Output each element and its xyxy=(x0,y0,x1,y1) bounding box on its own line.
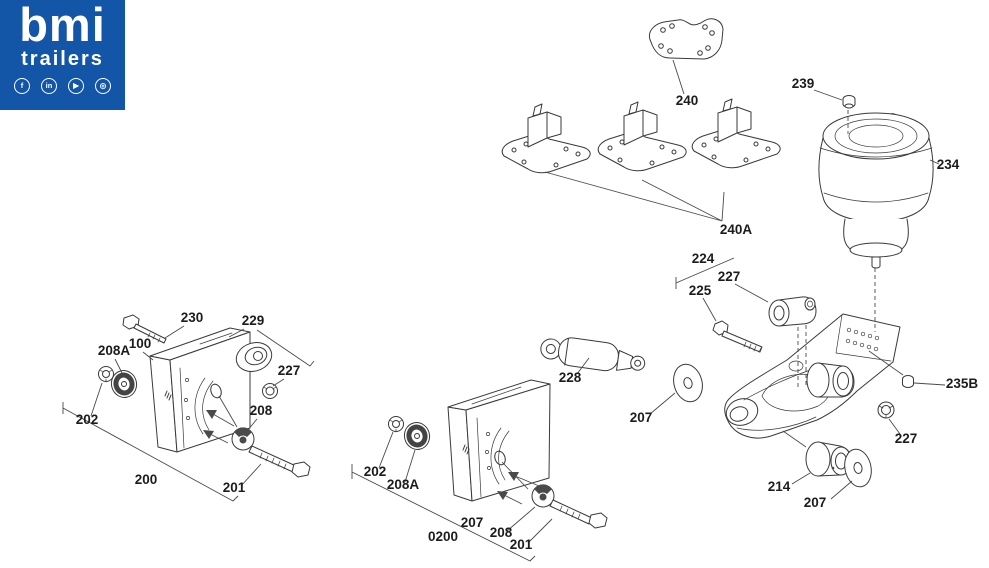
part-label-100: 100 xyxy=(129,336,152,351)
part-label-235b: 235B xyxy=(946,376,979,391)
part-label-207-front: 207 xyxy=(630,410,653,425)
instagram-icon: ◎ xyxy=(95,78,111,94)
part-label-224: 224 xyxy=(692,251,715,266)
part-label-227-right: 227 xyxy=(895,431,918,446)
part-label-207-rear: 207 xyxy=(804,495,827,510)
part-label-0200: 0200 xyxy=(428,529,458,544)
part-label-230: 230 xyxy=(181,310,204,325)
part-240a-frame-bracket-2 xyxy=(597,101,687,172)
part-227-pivot-bush xyxy=(768,296,817,327)
facebook-icon: f xyxy=(14,78,30,94)
part-label-202-middle: 202 xyxy=(364,464,387,479)
part-label-227-left: 227 xyxy=(278,363,301,378)
logo-brand-text: bmi xyxy=(19,0,106,51)
part-label-234: 234 xyxy=(937,157,960,172)
bmi-trailers-logo: bmi trailers f in ▶ ◎ xyxy=(0,0,125,110)
part-label-225: 225 xyxy=(689,283,712,298)
part-202-nut-middle xyxy=(388,416,404,433)
part-240-mounting-plate xyxy=(649,18,724,60)
youtube-icon: ▶ xyxy=(68,78,84,94)
part-label-208a-left: 208A xyxy=(98,343,131,358)
hanger-stamp-marking xyxy=(462,444,470,455)
part-label-228: 228 xyxy=(559,370,582,385)
part-label-207-middle: 207 xyxy=(461,515,484,530)
part-label-208a-middle: 208A xyxy=(387,477,420,492)
part-hanger-middle xyxy=(447,379,551,502)
alignment-dashed-lines xyxy=(797,110,876,390)
part-208a-washer-left xyxy=(110,370,138,398)
part-240a-frame-bracket-3 xyxy=(691,98,781,169)
part-label-208-left: 208 xyxy=(250,403,273,418)
part-label-229: 229 xyxy=(242,313,265,328)
part-239-nut xyxy=(842,95,856,109)
insertion-arrows-left xyxy=(203,410,235,444)
part-208-cam-washer-left xyxy=(231,427,255,451)
part-207-washer-front xyxy=(673,363,703,403)
insertion-arrows-middle xyxy=(497,472,545,505)
part-202-nut-left xyxy=(98,366,114,383)
linkedin-icon: in xyxy=(41,78,57,94)
leader-lines xyxy=(62,59,946,562)
part-229-bush xyxy=(235,342,273,372)
part-label-200: 200 xyxy=(135,472,158,487)
part-240a-frame-bracket-1 xyxy=(501,103,591,174)
part-label-227-pivot: 227 xyxy=(718,269,741,284)
part-235b-nut xyxy=(902,375,914,388)
part-label-202-left: 202 xyxy=(76,412,99,427)
part-227-nut-right xyxy=(877,401,895,419)
part-201-bolt-middle xyxy=(549,499,608,529)
part-230-bolt xyxy=(122,314,167,344)
part-label-239: 239 xyxy=(792,76,815,91)
part-234-air-spring xyxy=(818,112,934,269)
logo-subtitle-text: trailers xyxy=(21,48,104,70)
part-225-pivot-bolt xyxy=(712,320,763,353)
part-208-cam-washer-middle xyxy=(531,484,555,508)
part-label-240a: 240A xyxy=(720,222,753,237)
hanger-stamp-marking xyxy=(164,390,172,401)
part-label-201-left: 201 xyxy=(223,480,246,495)
logo-social-row: f in ▶ ◎ xyxy=(14,78,111,94)
part-201-bolt-left xyxy=(248,445,311,478)
part-label-208-middle: 208 xyxy=(490,525,513,540)
part-label-214: 214 xyxy=(768,479,791,494)
part-trailing-arm xyxy=(724,313,901,439)
part-207-washer-rear xyxy=(844,448,872,488)
part-228-shock-absorber xyxy=(540,337,646,372)
part-label-201-middle: 201 xyxy=(510,537,533,552)
part-227-nut-left xyxy=(262,383,278,399)
part-label-240: 240 xyxy=(676,93,699,108)
part-214-bush xyxy=(805,441,852,477)
part-labels: 240 239 234 240A 224 227 225 228 235B 20… xyxy=(76,76,979,552)
part-208a-washer-middle xyxy=(403,422,431,450)
